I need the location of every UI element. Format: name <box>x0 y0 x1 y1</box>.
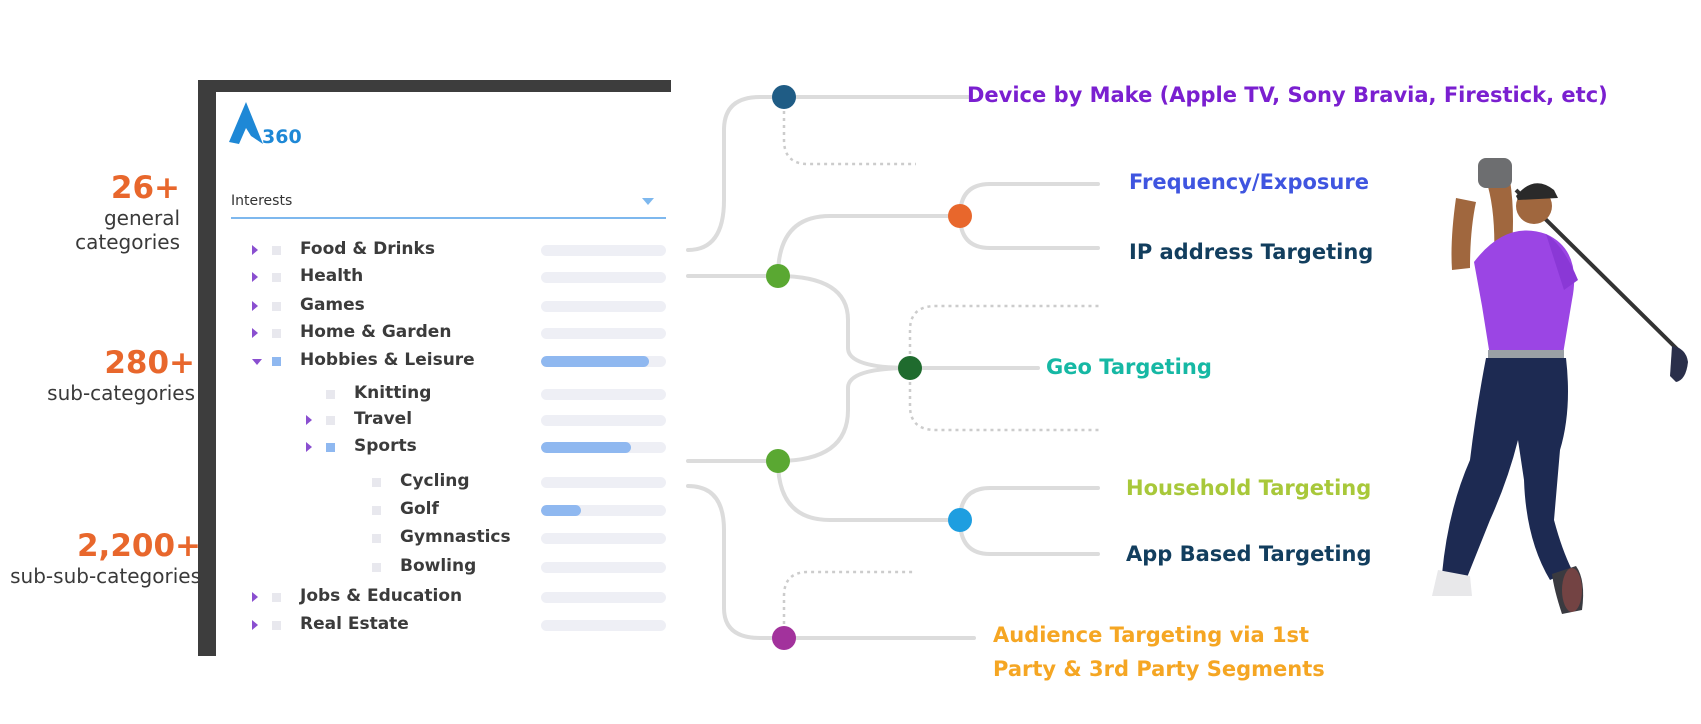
checkbox[interactable] <box>372 478 381 487</box>
audience-size-bar <box>541 562 666 573</box>
category-row[interactable]: Knitting <box>0 383 700 405</box>
audience-size-bar <box>541 272 666 283</box>
expand-right-icon[interactable] <box>252 301 258 311</box>
target-device: Device by Make (Apple TV, Sony Bravia, F… <box>967 83 1608 107</box>
logo-text: 360 <box>262 126 302 148</box>
target-geo: Geo Targeting <box>1046 355 1212 379</box>
expand-right-icon[interactable] <box>252 592 258 602</box>
audience-size-bar <box>541 328 666 339</box>
audience-size-bar <box>541 477 666 488</box>
stat-label: general categories <box>75 206 180 254</box>
node-geo <box>898 356 922 380</box>
dropdown-underline <box>231 217 666 219</box>
node-sports <box>766 449 790 473</box>
category-row[interactable]: Home & Garden <box>0 322 700 344</box>
expand-right-icon[interactable] <box>252 328 258 338</box>
node-device <box>772 85 796 109</box>
checkbox[interactable] <box>272 329 281 338</box>
interests-dropdown[interactable]: Interests <box>231 193 293 209</box>
category-row[interactable]: Golf <box>0 499 700 521</box>
checkbox[interactable] <box>326 416 335 425</box>
audience-size-bar <box>541 620 666 631</box>
audience-size-bar <box>541 415 666 426</box>
category-row[interactable]: Hobbies & Leisure <box>0 350 700 372</box>
category-row[interactable]: Health <box>0 266 700 288</box>
node-audience <box>772 626 796 650</box>
stat-sub-sub: 2,200+ sub-sub-categories <box>10 528 201 588</box>
checkbox[interactable] <box>272 273 281 282</box>
caret-down-icon[interactable] <box>642 198 654 205</box>
target-app: App Based Targeting <box>1126 542 1372 566</box>
target-household: Household Targeting <box>1126 476 1372 500</box>
category-label: Hobbies & Leisure <box>300 350 475 370</box>
expand-right-icon[interactable] <box>306 442 312 452</box>
expand-right-icon[interactable] <box>252 245 258 255</box>
category-label: Sports <box>354 436 417 456</box>
category-row[interactable]: Gymnastics <box>0 527 700 549</box>
checkbox[interactable] <box>372 534 381 543</box>
golfer-illustration <box>1432 158 1688 614</box>
audience-size-bar <box>541 533 666 544</box>
category-row[interactable]: Cycling <box>0 471 700 493</box>
category-row[interactable]: Jobs & Education <box>0 586 700 608</box>
audience-size-bar <box>541 356 666 367</box>
expand-right-icon[interactable] <box>306 415 312 425</box>
checkbox[interactable] <box>326 390 335 399</box>
category-label: Home & Garden <box>300 322 452 342</box>
category-label: Travel <box>354 409 413 429</box>
target-ip: IP address Targeting <box>1129 240 1374 264</box>
checkbox[interactable] <box>272 302 281 311</box>
audience-size-bar <box>541 505 666 516</box>
category-label: Golf <box>400 499 439 519</box>
category-label: Gymnastics <box>400 527 511 547</box>
checkbox[interactable] <box>272 246 281 255</box>
audience-size-bar <box>541 389 666 400</box>
stat-number: 26+ <box>110 170 180 206</box>
audience-size-fill <box>541 356 649 367</box>
category-row[interactable]: Games <box>0 295 700 317</box>
category-label: Jobs & Education <box>300 586 463 606</box>
node-health <box>766 264 790 288</box>
category-label: Knitting <box>354 383 432 403</box>
stat-general: 26+ general categories <box>0 170 180 254</box>
category-label: Cycling <box>400 471 470 491</box>
a360-logo-icon <box>229 102 263 144</box>
stat-number: 280+ <box>104 345 195 381</box>
expand-right-icon[interactable] <box>252 620 258 630</box>
audience-size-bar <box>541 592 666 603</box>
expand-down-icon[interactable] <box>252 359 262 365</box>
checkbox[interactable] <box>272 593 281 602</box>
stat-number: 2,200+ <box>76 528 201 564</box>
checkbox[interactable] <box>272 357 281 366</box>
stat-label: sub-categories <box>47 381 195 405</box>
category-row[interactable]: Real Estate <box>0 614 700 636</box>
audience-size-fill <box>541 505 581 516</box>
category-label: Real Estate <box>300 614 409 634</box>
expand-right-icon[interactable] <box>252 272 258 282</box>
audience-size-bar <box>541 245 666 256</box>
node-frequency <box>948 204 972 228</box>
stat-sub: 280+ sub-categories <box>47 345 195 405</box>
category-label: Health <box>300 266 364 286</box>
category-label: Games <box>300 295 365 315</box>
category-label: Bowling <box>400 556 477 576</box>
node-household <box>948 508 972 532</box>
category-row[interactable]: Bowling <box>0 556 700 578</box>
target-audience: Audience Targeting via 1st Party & 3rd P… <box>993 623 1325 681</box>
checkbox[interactable] <box>272 621 281 630</box>
checkbox[interactable] <box>372 563 381 572</box>
category-label: Food & Drinks <box>300 239 435 259</box>
audience-size-bar <box>541 442 666 453</box>
checkbox[interactable] <box>326 443 335 452</box>
category-row[interactable]: Sports <box>0 436 700 458</box>
audience-size-fill <box>541 442 631 453</box>
stat-label: sub-sub-categories <box>10 564 201 588</box>
category-row[interactable]: Food & Drinks <box>0 239 700 261</box>
target-frequency: Frequency/Exposure <box>1129 170 1369 194</box>
audience-size-bar <box>541 301 666 312</box>
category-row[interactable]: Travel <box>0 409 700 431</box>
checkbox[interactable] <box>372 506 381 515</box>
